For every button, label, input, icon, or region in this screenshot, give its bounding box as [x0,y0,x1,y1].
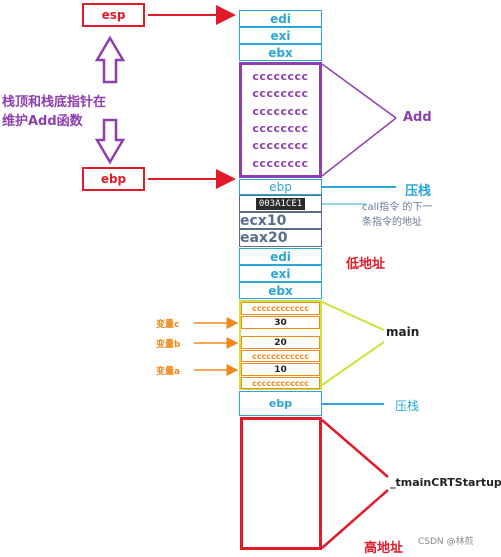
main-slot-fill-3: cccccccccccc [241,377,320,389]
add-brace-lines [321,63,397,177]
main-slot-c: 30 [241,316,320,329]
add-reg-exi: exi [239,27,322,44]
add-fill-block: cccccccc cccccccc cccccccc cccccccc cccc… [239,62,322,178]
main-slot-fill-2: cccccccccccc [241,350,320,362]
add-label: Add [403,110,432,125]
add-fill-row: cccccccc [252,122,309,136]
main-label: main [386,325,420,339]
var-c-label: 变量c [156,320,180,330]
main-slot-fill-1: cccccccccccc [241,302,320,315]
ret-note-line-2: 条指令的地址 [362,217,422,228]
main-reg-exi: exi [239,265,322,282]
add-fill-row: cccccccc [252,104,309,118]
add-fill-row: cccccccc [252,70,309,84]
add-reg-edi: edi [239,10,322,27]
call-ebp-cell: ebp [239,179,322,195]
add-fill-row: cccccccc [252,156,309,170]
call-push-label: 压栈 [405,184,432,199]
startup-label: _tmainCRTStartup [390,476,501,489]
high-addr-label: 高地址 [364,541,404,556]
ebp-label: ebp [100,172,127,186]
arg-eax-cell: eax20 [239,229,322,247]
main-brace-lines [321,301,385,386]
add-fill-row: cccccccc [252,87,309,101]
low-addr-label: 低地址 [346,257,386,272]
pointer-note-line-1: 栈顶和栈底指针在 [2,95,107,110]
main-slot-a: 10 [241,363,320,376]
pointer-note-line-2: 维护Add函数 [2,114,83,129]
var-a-label: 变量a [156,367,181,377]
main-ebp-cell: ebp [239,391,322,416]
main-reg-edi: edi [239,248,322,265]
var-b-label: 变量b [156,340,181,350]
ret-addr-cell: 003A1CE1 [239,195,322,212]
ret-note-line-1: call指令 的下一 [362,202,433,213]
ebp-pointer-box: ebp [82,167,145,191]
startup-block [240,417,322,550]
startup-brace-lines [321,419,389,549]
pointer-double-arrow [94,35,126,165]
watermark: CSDN @林煎 [418,537,474,547]
main-slot-block [239,300,322,390]
esp-box: esp [82,3,145,27]
ret-addr-value: 003A1CE1 [255,197,306,210]
arg-ecx-cell: ecx10 [239,212,322,229]
main-slot-b: 20 [241,336,320,349]
esp-label: esp [101,8,126,22]
main-reg-ebx: ebx [239,282,322,299]
add-reg-ebx: ebx [239,44,322,61]
add-fill-row: cccccccc [252,139,309,153]
main-push-label: 压栈 [395,399,420,413]
